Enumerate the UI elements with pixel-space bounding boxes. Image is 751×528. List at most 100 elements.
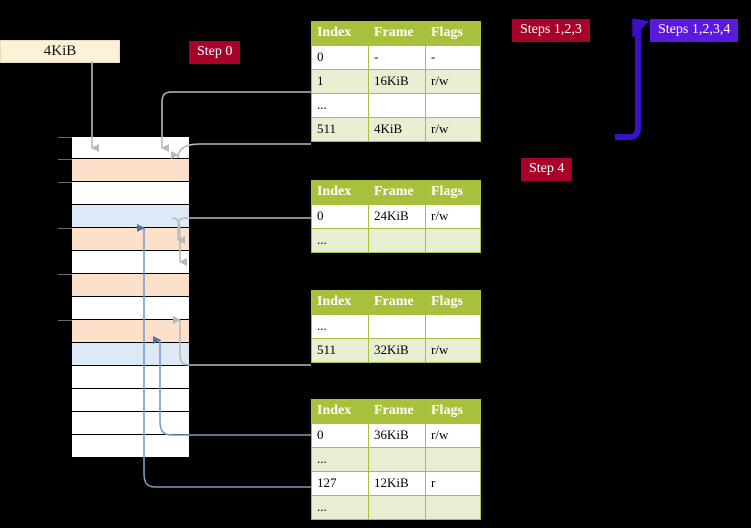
label-steps-1-2-3-text: Steps 1,2,3 <box>520 22 582 37</box>
col-header-frame: Frame <box>368 180 426 205</box>
cell-index: ... <box>311 447 369 472</box>
memory-frame-row <box>58 159 190 182</box>
col-header-frame: Frame <box>368 21 426 46</box>
col-header-flags: Flags <box>425 290 481 315</box>
cell-flags <box>425 447 481 472</box>
cell-flags: r/w <box>425 338 481 363</box>
page-table-2: Index Frame Flags ... 511 32KiB r/w <box>311 290 481 363</box>
memory-frame-row <box>58 182 190 205</box>
cell-index: 511 <box>311 117 369 142</box>
memory-frame-tick <box>58 320 72 321</box>
cell-frame <box>368 447 426 472</box>
memory-frame-tick <box>58 228 72 229</box>
memory-frame-row <box>58 320 190 343</box>
cell-index: 0 <box>311 45 369 70</box>
callout-4kib: 4KiB <box>0 40 120 63</box>
table-header-row: Index Frame Flags <box>311 180 481 205</box>
wire-table0-row511-to-memory <box>171 143 311 159</box>
table-header-row: Index Frame Flags <box>311 399 481 424</box>
memory-frame-tick <box>58 137 72 138</box>
arrow-steps-feedback-head <box>632 18 650 39</box>
cell-flags <box>425 314 481 339</box>
memory-frame-row <box>71 251 190 274</box>
col-header-index: Index <box>311 399 369 424</box>
page-table-3: Index Frame Flags 0 36KiB r/w ... 127 12… <box>311 399 481 520</box>
memory-frame-row <box>71 343 190 366</box>
col-header-flags: Flags <box>425 21 481 46</box>
cell-flags: r <box>425 471 481 496</box>
table-row: 511 4KiB r/w <box>311 117 481 142</box>
col-header-flags: Flags <box>425 399 481 424</box>
label-steps-1-2-3-4-text: Steps 1,2,3,4 <box>658 22 731 37</box>
memory-frame-tick <box>58 274 72 275</box>
col-header-index: Index <box>311 180 369 205</box>
cell-frame: 32KiB <box>368 338 426 363</box>
cell-flags <box>425 495 481 520</box>
col-header-index: Index <box>311 290 369 315</box>
table-row: 127 12KiB r <box>311 471 481 496</box>
label-steps-1-2-3: Steps 1,2,3 <box>512 19 590 42</box>
cell-flags <box>425 228 481 253</box>
table-row: 0 36KiB r/w <box>311 423 481 448</box>
col-header-flags: Flags <box>425 180 481 205</box>
table-row: ... <box>311 314 481 339</box>
cell-flags: r/w <box>425 423 481 448</box>
cell-index: ... <box>311 495 369 520</box>
cell-index: ... <box>311 314 369 339</box>
callout-4kib-label: 4KiB <box>43 43 77 59</box>
table-header-row: Index Frame Flags <box>311 290 481 315</box>
cell-index: ... <box>311 93 369 118</box>
cell-frame: 12KiB <box>368 471 426 496</box>
table-row: ... <box>311 495 481 520</box>
memory-frame-row <box>71 205 190 228</box>
label-steps-1-2-3-4: Steps 1,2,3,4 <box>650 19 739 42</box>
cell-frame <box>368 495 426 520</box>
table-row: 0 24KiB r/w <box>311 204 481 229</box>
cell-frame <box>368 228 426 253</box>
physical-memory-column <box>58 136 190 458</box>
memory-frame-tick <box>58 159 72 160</box>
table-row: 511 32KiB r/w <box>311 338 481 363</box>
cell-frame: 16KiB <box>368 69 426 94</box>
cell-index: 1 <box>311 69 369 94</box>
cell-flags: r/w <box>425 69 481 94</box>
cell-flags: r/w <box>425 204 481 229</box>
memory-frame-row <box>58 274 190 297</box>
memory-frame-row <box>71 366 190 389</box>
cell-index: 127 <box>311 471 369 496</box>
memory-frame-row <box>71 412 190 435</box>
cell-index: 0 <box>311 423 369 448</box>
cell-index: 0 <box>311 204 369 229</box>
cell-flags: - <box>425 45 481 70</box>
wire-table2-row511-to-memory <box>173 316 311 366</box>
page-table-0: Index Frame Flags 0 - - 1 16KiB r/w ... <box>311 21 481 142</box>
arrow-steps-feedback <box>615 30 641 140</box>
table-row: 0 - - <box>311 45 481 70</box>
cell-index: ... <box>311 228 369 253</box>
table-header-row: Index Frame Flags <box>311 21 481 46</box>
label-step-0: Step 0 <box>189 41 241 64</box>
cell-frame <box>368 314 426 339</box>
wire-table1-row0-to-memory <box>177 217 311 244</box>
memory-frame-row <box>71 297 190 320</box>
cell-flags <box>425 93 481 118</box>
label-step-4: Step 4 <box>521 158 573 181</box>
table-row: ... <box>311 228 481 253</box>
table-row: ... <box>311 93 481 118</box>
cell-frame <box>368 93 426 118</box>
cell-frame: - <box>368 45 426 70</box>
cell-frame: 24KiB <box>368 204 426 229</box>
memory-frame-tick <box>58 182 72 183</box>
memory-frame-row <box>58 136 190 159</box>
page-table-1: Index Frame Flags 0 24KiB r/w ... <box>311 180 481 253</box>
col-header-index: Index <box>311 21 369 46</box>
table-row: ... <box>311 447 481 472</box>
label-step-4-text: Step 4 <box>529 161 565 176</box>
col-header-frame: Frame <box>368 399 426 424</box>
cell-frame: 36KiB <box>368 423 426 448</box>
memory-frame-row <box>71 389 190 412</box>
table-row: 1 16KiB r/w <box>311 69 481 94</box>
cell-index: 511 <box>311 338 369 363</box>
memory-frame-row <box>58 228 190 251</box>
